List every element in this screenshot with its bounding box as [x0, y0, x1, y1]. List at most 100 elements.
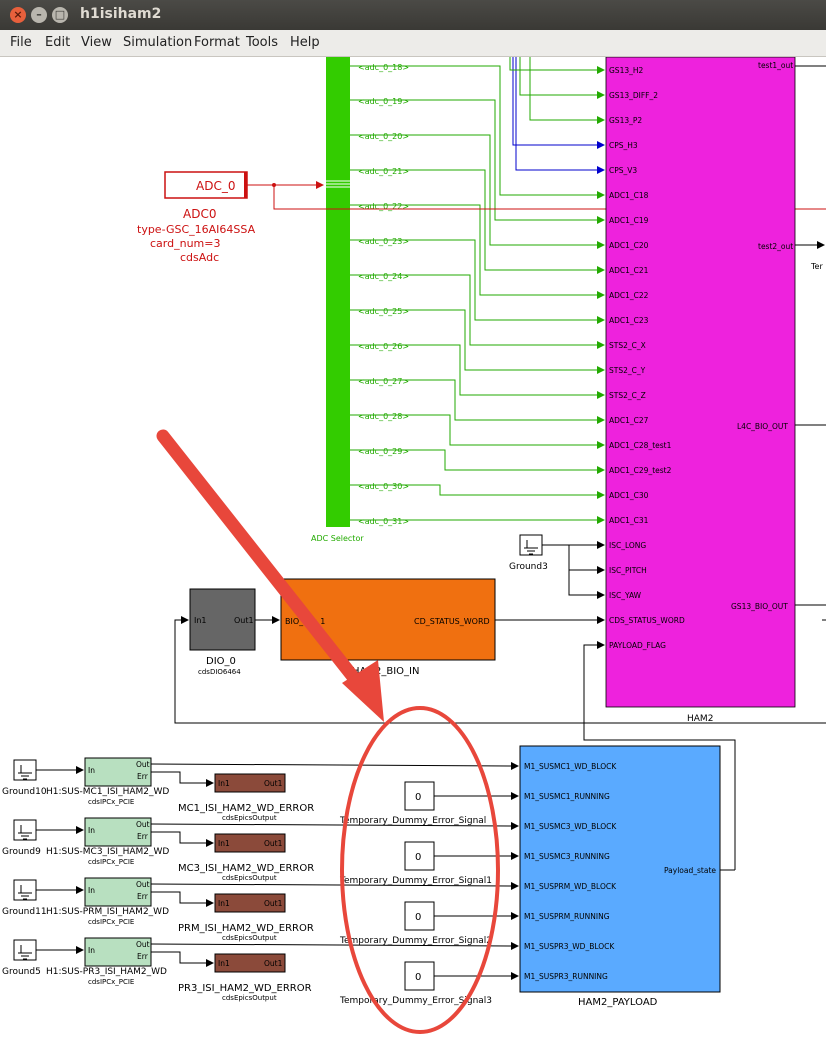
ipc-out-port: Out	[136, 940, 150, 949]
green-wire	[519, 57, 605, 99]
green-wire	[350, 204, 605, 299]
ham2-bio-in-block[interactable]	[280, 578, 496, 661]
green-wire	[350, 344, 605, 399]
ipc-label: H1:SUS-MC3_ISI_HAM2_WD	[46, 847, 169, 857]
annotation-ellipse	[340, 706, 500, 1034]
selector-output-label: <adc_0_20>	[358, 132, 409, 141]
wire	[150, 881, 519, 890]
ham2-input-port: STS2_C_Y	[609, 366, 646, 375]
payload-input-port: M1_SUSPRM_WD_BLOCK	[524, 882, 617, 891]
green-wire	[350, 274, 605, 349]
ipc-err-port: Err	[137, 832, 149, 841]
ham2-input-ports: GS13_H2GS13_DIFF_2GS13_P2CPS_H3CPS_V3ADC…	[609, 66, 685, 650]
ham2-label: HAM2	[687, 714, 713, 724]
menu-file[interactable]: File	[10, 35, 32, 50]
adc-selector-block[interactable]	[326, 57, 350, 527]
ipc-block[interactable]	[84, 757, 152, 787]
ham2-input-port: GS13_DIFF_2	[609, 91, 658, 100]
bio-in-label: HAM2_BIO_IN	[352, 666, 419, 677]
epics-out-port: Out1	[264, 899, 283, 908]
close-window-icon[interactable]: ×	[10, 7, 26, 23]
payload-input-port: M1_SUSMC1_RUNNING	[524, 792, 610, 801]
menu-bar: File Edit View Simulation Format Tools H…	[0, 30, 826, 57]
maximize-window-icon[interactable]: □	[52, 7, 68, 23]
menu-tools[interactable]: Tools	[246, 35, 279, 50]
menu-edit[interactable]: Edit	[45, 35, 71, 50]
ground-block[interactable]	[13, 939, 37, 961]
ham2-input-port: GS13_P2	[609, 116, 642, 125]
minimize-window-icon[interactable]: –	[31, 7, 47, 23]
epics-in-port: In1	[218, 959, 230, 968]
ground-block[interactable]	[13, 879, 37, 901]
constant-value: 0	[415, 972, 421, 983]
ground-block[interactable]	[13, 819, 37, 841]
ham2-input-port: PAYLOAD_FLAG	[609, 641, 666, 650]
epics-output-block[interactable]	[214, 953, 286, 973]
simulink-diagram: ADC Selector <adc_0_18><adc_0_19><adc_0_…	[2, 56, 826, 1034]
epics-output-block[interactable]	[214, 833, 286, 853]
annotation-arrow-head	[342, 660, 384, 722]
ham2-block[interactable]	[605, 56, 796, 708]
green-wire	[350, 379, 605, 424]
selector-output-label: <adc_0_24>	[358, 272, 409, 281]
ham2-out-gs13: GS13_BIO_OUT	[731, 602, 788, 611]
green-wire	[350, 239, 605, 324]
ipc-in-port: In	[88, 826, 95, 835]
ham2-input-port: CPS_H3	[609, 141, 638, 150]
ham2-input-port: ADC1_C30	[609, 491, 649, 500]
ipc-err-port: Err	[137, 772, 149, 781]
adc0-label: ADC0	[183, 207, 216, 221]
ham2-input-port: ISC_YAW	[609, 591, 642, 600]
selector-output-labels: <adc_0_18><adc_0_19><adc_0_20><adc_0_21>…	[358, 63, 409, 526]
selector-output-label: <adc_0_28>	[358, 412, 409, 421]
wd-error-label: MC1_ISI_HAM2_WD_ERROR	[178, 803, 314, 814]
window-title: h1isiham2	[80, 6, 162, 22]
epics-in-port: In1	[218, 899, 230, 908]
adc0-lib: cdsAdc	[180, 251, 219, 264]
ground3-block[interactable]	[519, 534, 543, 556]
payload-input-port: M1_SUSMC3_RUNNING	[524, 852, 610, 861]
green-wire	[350, 309, 605, 374]
payload-label: HAM2_PAYLOAD	[578, 997, 658, 1008]
green-wire	[350, 414, 605, 449]
epics-output-block[interactable]	[214, 773, 286, 793]
payload-output: Payload_state	[664, 866, 716, 875]
payload-input-port: M1_SUSMC3_WD_BLOCK	[524, 822, 617, 831]
epics-output-block[interactable]	[214, 893, 286, 913]
ham2-input-port: CDS_STATUS_WORD	[609, 616, 685, 625]
ground-block[interactable]	[13, 759, 37, 781]
bio-out-port: CD_STATUS_WORD	[414, 617, 490, 626]
selector-output-label: <adc_0_31>	[358, 517, 409, 526]
ipc-err-port: Err	[137, 892, 149, 901]
ham2-input-port: ADC1_C27	[609, 416, 649, 425]
adc0-type: type-GSC_16AI64SSA	[137, 223, 256, 236]
ham2-input-port: ADC1_C19	[609, 216, 649, 225]
ipc-out-port: Out	[136, 820, 150, 829]
selector-output-label: <adc_0_27>	[358, 377, 409, 386]
selector-output-label: <adc_0_30>	[358, 482, 409, 491]
ground-label: Ground9	[2, 847, 41, 857]
ham2-out-l4c: L4C_BIO_OUT	[737, 422, 788, 431]
menu-view[interactable]: View	[81, 35, 112, 50]
ham2-input-port: ADC1_C18	[609, 191, 649, 200]
constant-value: 0	[415, 912, 421, 923]
selector-output-label: <adc_0_29>	[358, 447, 409, 456]
ham2-payload-block[interactable]	[519, 745, 721, 993]
constant-value: 0	[415, 852, 421, 863]
menu-format[interactable]: Format	[194, 35, 240, 50]
ham2-input-port: ADC1_C28_test1	[609, 441, 672, 450]
model-canvas[interactable]: ADC Selector <adc_0_18><adc_0_19><adc_0_…	[0, 56, 826, 1040]
menu-help[interactable]: Help	[290, 35, 320, 50]
menu-simulation[interactable]: Simulation	[123, 35, 193, 50]
green-wire	[350, 99, 605, 224]
ipc-label: H1:SUS-PR3_ISI_HAM2_WD	[46, 967, 167, 977]
ground-label: Ground11	[2, 907, 47, 917]
wd-error-label: PR3_ISI_HAM2_WD_ERROR	[178, 983, 312, 994]
constant-block[interactable]	[404, 781, 435, 811]
selector-output-label: <adc_0_19>	[358, 97, 409, 106]
epics-lib: cdsEpicsOutput	[222, 874, 277, 882]
ham2-input-port: ISC_PITCH	[609, 566, 647, 575]
ham2-input-port: CPS_V3	[609, 166, 637, 175]
ipc-lib: cdsIPCx_PCIE	[88, 798, 134, 806]
ipc-block[interactable]	[84, 817, 152, 847]
